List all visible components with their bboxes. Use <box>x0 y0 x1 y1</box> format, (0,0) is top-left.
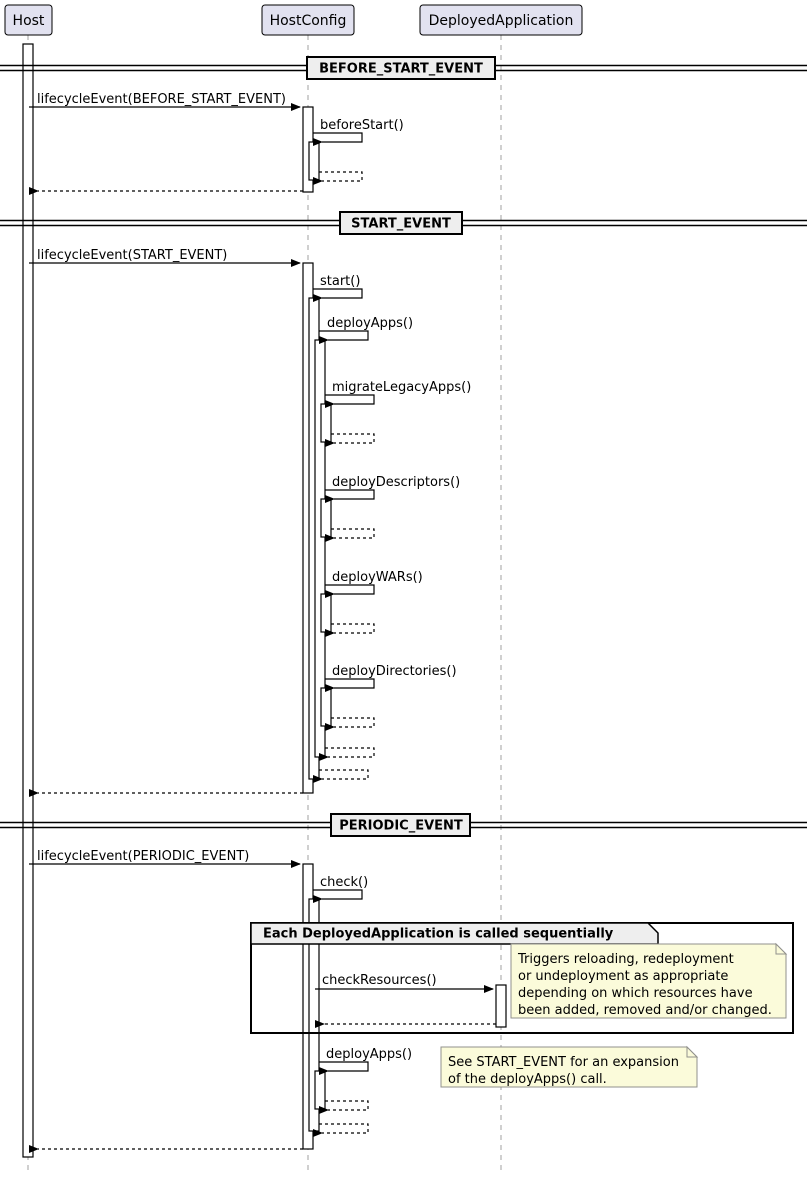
lifelines <box>27 35 502 1170</box>
activation-hostconfig-deploydescriptors <box>320 498 332 538</box>
group-tab-shape <box>250 922 659 945</box>
participant-label-hostconfig: HostConfig <box>270 13 347 29</box>
group-tab-label: Each DeployedApplication is called seque… <box>263 927 614 942</box>
return-deploy-descriptors <box>325 528 375 542</box>
msg-label-lifecycle-periodic: lifecycleEvent(PERIODIC_EVENT) <box>37 849 249 864</box>
section-start-body: lifecycleEvent(START_EVENT) start() depl… <box>29 248 471 797</box>
divider-label-start: START_EVENT <box>351 217 451 232</box>
divider-label-periodic: PERIODIC_EVENT <box>339 819 463 834</box>
note-deploy-apps-body <box>440 1046 698 1088</box>
divider-before-start: BEFORE_START_EVENT <box>0 56 807 80</box>
msg-label-check-resources: checkResources() <box>322 973 437 988</box>
divider-label-before-start: BEFORE_START_EVENT <box>319 62 483 77</box>
arrow-start-self <box>313 288 363 302</box>
return-check-self <box>313 1123 369 1137</box>
participant-label-deployedapplication: DeployedApplication <box>429 13 574 29</box>
participant-label-host: Host <box>13 13 45 29</box>
arrow-deploy-wars <box>325 584 375 598</box>
note-line: Triggers reloading, redeployment <box>517 952 734 967</box>
note-check-resources-fold <box>775 942 788 955</box>
return-deploy-directories <box>325 717 375 731</box>
activation-hostconfig-deploydirectories <box>320 687 332 727</box>
activation-host <box>22 43 34 1158</box>
msg-label-lifecycle-before-start: lifecycleEvent(BEFORE_START_EVENT) <box>37 92 286 107</box>
return-deploy-wars <box>325 623 375 637</box>
participant-headers: Host HostConfig DeployedApplication <box>4 4 583 36</box>
note-deploy-apps-fold <box>686 1045 699 1058</box>
msg-label-start: start() <box>320 274 360 289</box>
participant-deployedapplication[interactable] <box>419 4 583 36</box>
return-migrate-legacy-apps <box>325 433 375 447</box>
note-check-resources: Triggers reloading, redeployment or unde… <box>510 942 788 1019</box>
msg-label-lifecycle-start: lifecycleEvent(START_EVENT) <box>37 248 227 263</box>
activation-bars-host <box>22 43 34 1158</box>
arrow-migrate-legacy-apps <box>325 394 375 408</box>
return-deploy-apps-periodic <box>319 1100 369 1114</box>
activation-hostconfig-beforestart-nested <box>308 141 320 181</box>
msg-label-check: check() <box>320 875 368 890</box>
participant-hostconfig[interactable] <box>261 4 355 36</box>
note-deploy-apps: See START_EVENT for an expansion of the … <box>440 1045 699 1088</box>
activation-hostconfig-migratelegacy <box>320 403 332 443</box>
group-sequential: Each DeployedApplication is called seque… <box>250 922 794 1034</box>
participant-host[interactable] <box>4 4 53 36</box>
msg-label-migrate-legacy-apps: migrateLegacyApps() <box>332 380 471 395</box>
return-deploy-apps-self <box>319 747 375 761</box>
note-line: been added, removed and/or changed. <box>518 1003 772 1018</box>
activation-hostconfig-deploywars <box>320 593 332 633</box>
msg-label-before-start: beforeStart() <box>320 118 404 133</box>
arrow-deploy-directories <box>325 678 375 692</box>
divider-start: START_EVENT <box>0 211 807 235</box>
divider-box-periodic <box>330 813 471 837</box>
return-before-start-self <box>313 171 363 185</box>
arrow-deploy-apps-periodic <box>319 1061 369 1075</box>
note-line: of the deployApps() call. <box>448 1072 607 1087</box>
activation-hostconfig-periodic-deployapps <box>314 1070 326 1110</box>
msg-label-deploy-descriptors: deployDescriptors() <box>332 475 460 490</box>
divider-box-before-start <box>306 56 496 80</box>
return-start-self <box>313 769 369 783</box>
divider-periodic: PERIODIC_EVENT <box>0 813 807 837</box>
activation-deployedapplication-checkresources <box>495 984 507 1028</box>
msg-label-deploy-apps: deployApps() <box>327 316 413 331</box>
section-before-start-body: lifecycleEvent(BEFORE_START_EVENT) befor… <box>29 92 404 195</box>
section-periodic-body: lifecycleEvent(PERIODIC_EVENT) check() E… <box>29 849 794 1153</box>
note-check-resources-body <box>510 943 787 1019</box>
msg-label-deploy-wars: deployWARs() <box>332 570 423 585</box>
msg-label-deploy-apps-periodic: deployApps() <box>326 1047 412 1062</box>
msg-label-deploy-directories: deployDirectories() <box>332 664 457 679</box>
note-line: See START_EVENT for an expansion <box>448 1055 679 1070</box>
arrow-deploy-apps-self <box>319 330 369 344</box>
note-line: or undeployment as appropriate <box>518 969 728 984</box>
arrow-before-start-self <box>313 132 363 146</box>
arrow-check-self <box>313 889 363 903</box>
arrow-deploy-descriptors <box>325 489 375 503</box>
note-line: depending on which resources have <box>518 986 753 1001</box>
divider-box-start <box>339 211 463 235</box>
